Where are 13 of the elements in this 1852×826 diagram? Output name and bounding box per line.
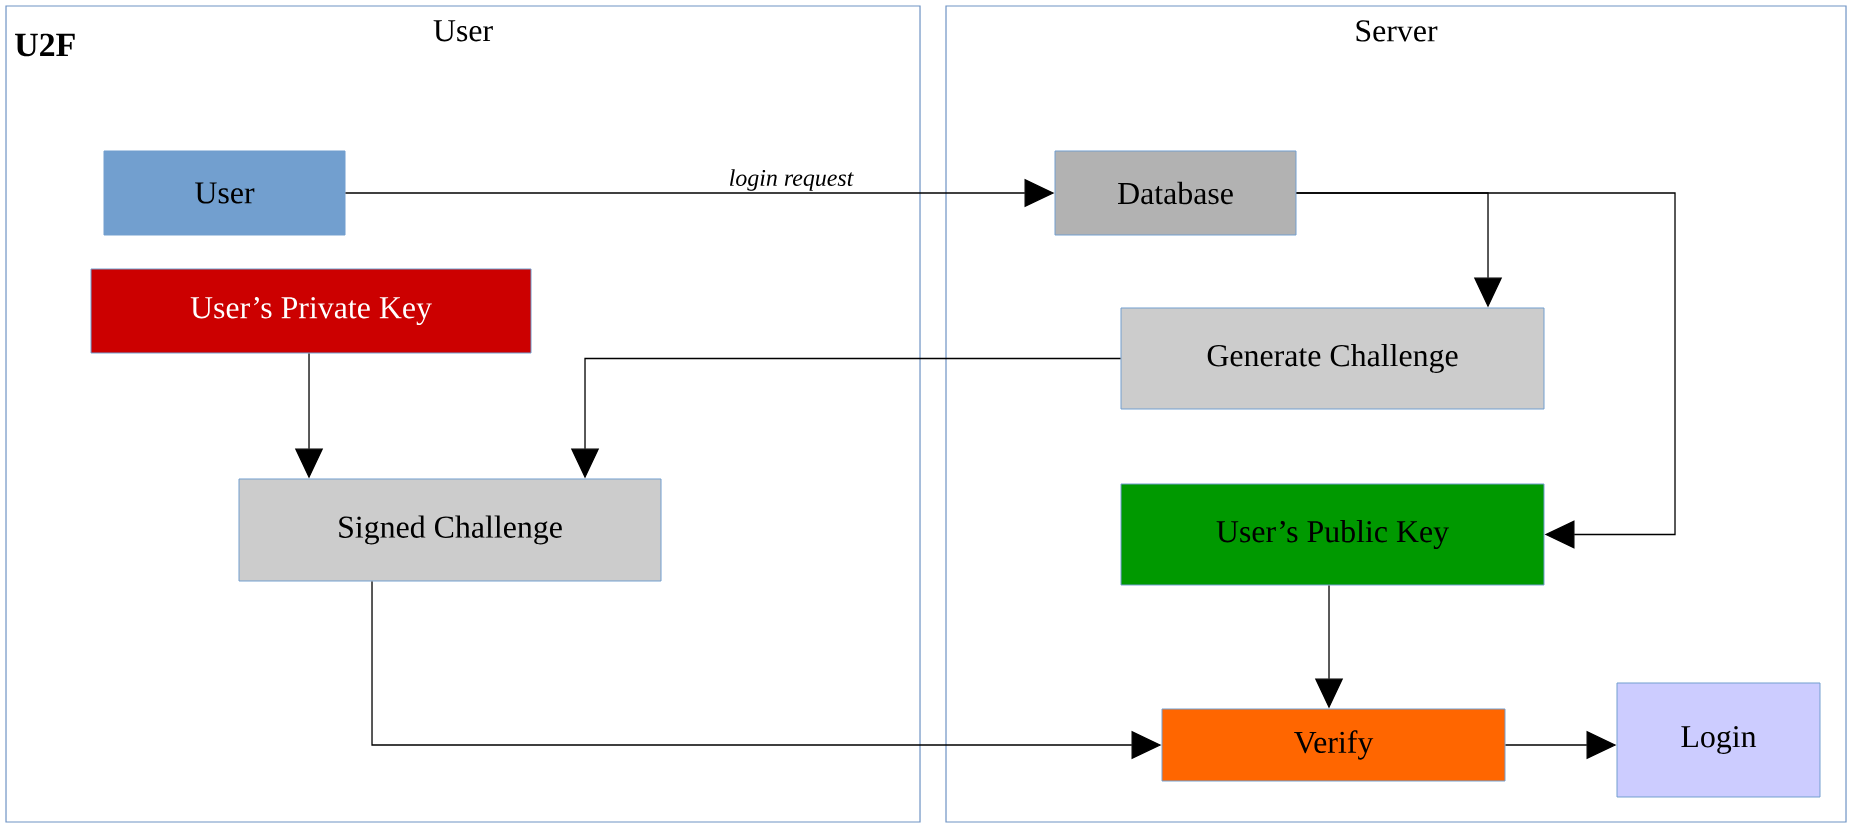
process-box: Verify (1161, 708, 1506, 782)
lane-heading: Server (1356, 20, 1438, 42)
process-box: User (103, 150, 346, 236)
process-box: Database (1054, 150, 1297, 236)
arrow (1295, 192, 1676, 549)
lane-heading: User (433, 20, 493, 42)
diagram-title: U2F (15, 33, 75, 57)
process-box: User’s Public Key (1120, 483, 1545, 586)
process-box: Generate Challenge (1120, 307, 1545, 410)
edge-label: login request (727, 168, 855, 192)
process-box: User’s Private Key (90, 268, 532, 354)
process-box: Login (1616, 682, 1821, 798)
process-box: Signed Challenge (238, 478, 662, 582)
